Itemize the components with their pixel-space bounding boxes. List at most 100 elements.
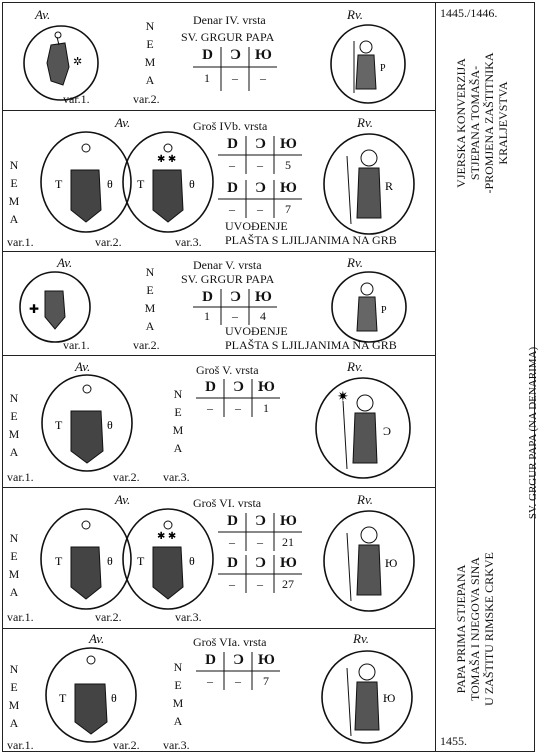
svg-text:θ: θ (107, 418, 113, 432)
svg-text:T: T (55, 554, 63, 568)
variant-1-label: var.1. (7, 610, 34, 624)
svg-text:θ: θ (189, 554, 195, 568)
rv-label: Rv. (347, 7, 363, 22)
svg-text:R: R (385, 179, 393, 193)
coin-type-title: Groš VIa. vrsta (193, 635, 267, 649)
svg-text:Ю: Ю (385, 556, 397, 570)
coin-subtitle: SV. GRGUR PAPA (181, 30, 275, 44)
coin-type-title: Groš IVb. vrsta (193, 119, 268, 133)
svg-text:T: T (55, 177, 63, 191)
variant-2-label: var.2. (133, 92, 160, 106)
row-divider (3, 251, 435, 252)
svg-text:θ: θ (189, 177, 195, 191)
note-line-1: UVOĐENJE (225, 324, 288, 338)
variant-1-label: var.1. (63, 92, 90, 106)
svg-text:θ: θ (107, 554, 113, 568)
variant-1-label: var.1. (7, 235, 34, 249)
svg-text:T: T (55, 418, 63, 432)
svg-text:✚: ✚ (29, 302, 39, 316)
variant-3-label: var.3. (175, 610, 202, 624)
svg-text:✱ ✱: ✱ ✱ (157, 154, 176, 165)
rv-label: Rv. (357, 115, 373, 130)
variant-3-label: var.3. (163, 470, 190, 484)
variant-2-label: var.2. (95, 610, 122, 624)
svg-text:✱ ✱: ✱ ✱ (157, 531, 176, 542)
reverse-coin-image: Ю (321, 650, 413, 744)
side-text-middle: SV. GRGUR PAPA (NA DENARIMA) (527, 346, 539, 520)
coin-subtitle: SV. GRGUR PAPA (181, 272, 275, 286)
svg-text:Ɔ: Ɔ (383, 424, 391, 438)
av-label: Av. (115, 492, 131, 507)
svg-text:T: T (137, 177, 145, 191)
reverse-coin-image: Ю (323, 510, 415, 612)
coin-type-title: Groš VI. vrsta (193, 496, 262, 510)
svg-text:✷: ✷ (337, 390, 349, 405)
rv-label: Rv. (347, 359, 363, 374)
rv-label: Rv. (353, 631, 369, 646)
svg-text:T: T (59, 691, 67, 705)
reverse-coin-image: P (330, 24, 406, 104)
svg-text:P: P (380, 63, 386, 74)
variant-1-label: var.1. (63, 338, 90, 352)
rv-label: Rv. (357, 492, 373, 507)
reverse-coin-image: ✷ Ɔ (315, 377, 411, 479)
svg-text:P: P (381, 305, 387, 316)
variant-3-label: var.3. (163, 738, 190, 752)
variant-2-label: var.2. (95, 235, 122, 249)
obverse-coin-image: ✲ (23, 25, 99, 101)
reverse-coin-image: R (323, 133, 415, 235)
svg-text:θ: θ (111, 691, 117, 705)
svg-text:θ: θ (107, 177, 113, 191)
svg-text:Ю: Ю (383, 691, 395, 705)
row-divider (3, 487, 435, 488)
av-label: Av. (89, 631, 105, 646)
row-divider (3, 355, 435, 356)
reverse-coin-image: P (331, 271, 407, 343)
av-label: Av. (75, 359, 91, 374)
row-divider (3, 628, 435, 629)
av-label: Av. (115, 115, 131, 130)
coin-type-title: Denar V. vrsta (193, 258, 262, 272)
obverse-coin-image: ✚ (19, 271, 91, 343)
variant-2-label: var.2. (113, 738, 140, 752)
date-bottom: 1455. (440, 734, 467, 748)
note-line-2: PLAŠTA S LJILJANIMA NA GRB (225, 233, 397, 247)
variant-2-label: var.2. (133, 338, 160, 352)
svg-text:✲: ✲ (73, 56, 82, 68)
note-line-1: UVOĐENJE (225, 219, 288, 233)
svg-text:T: T (137, 554, 145, 568)
variant-1-label: var.1. (7, 470, 34, 484)
av-label: Av. (57, 255, 73, 270)
coin-type-title: Groš V. vrsta (196, 363, 259, 377)
row-divider (3, 110, 435, 111)
